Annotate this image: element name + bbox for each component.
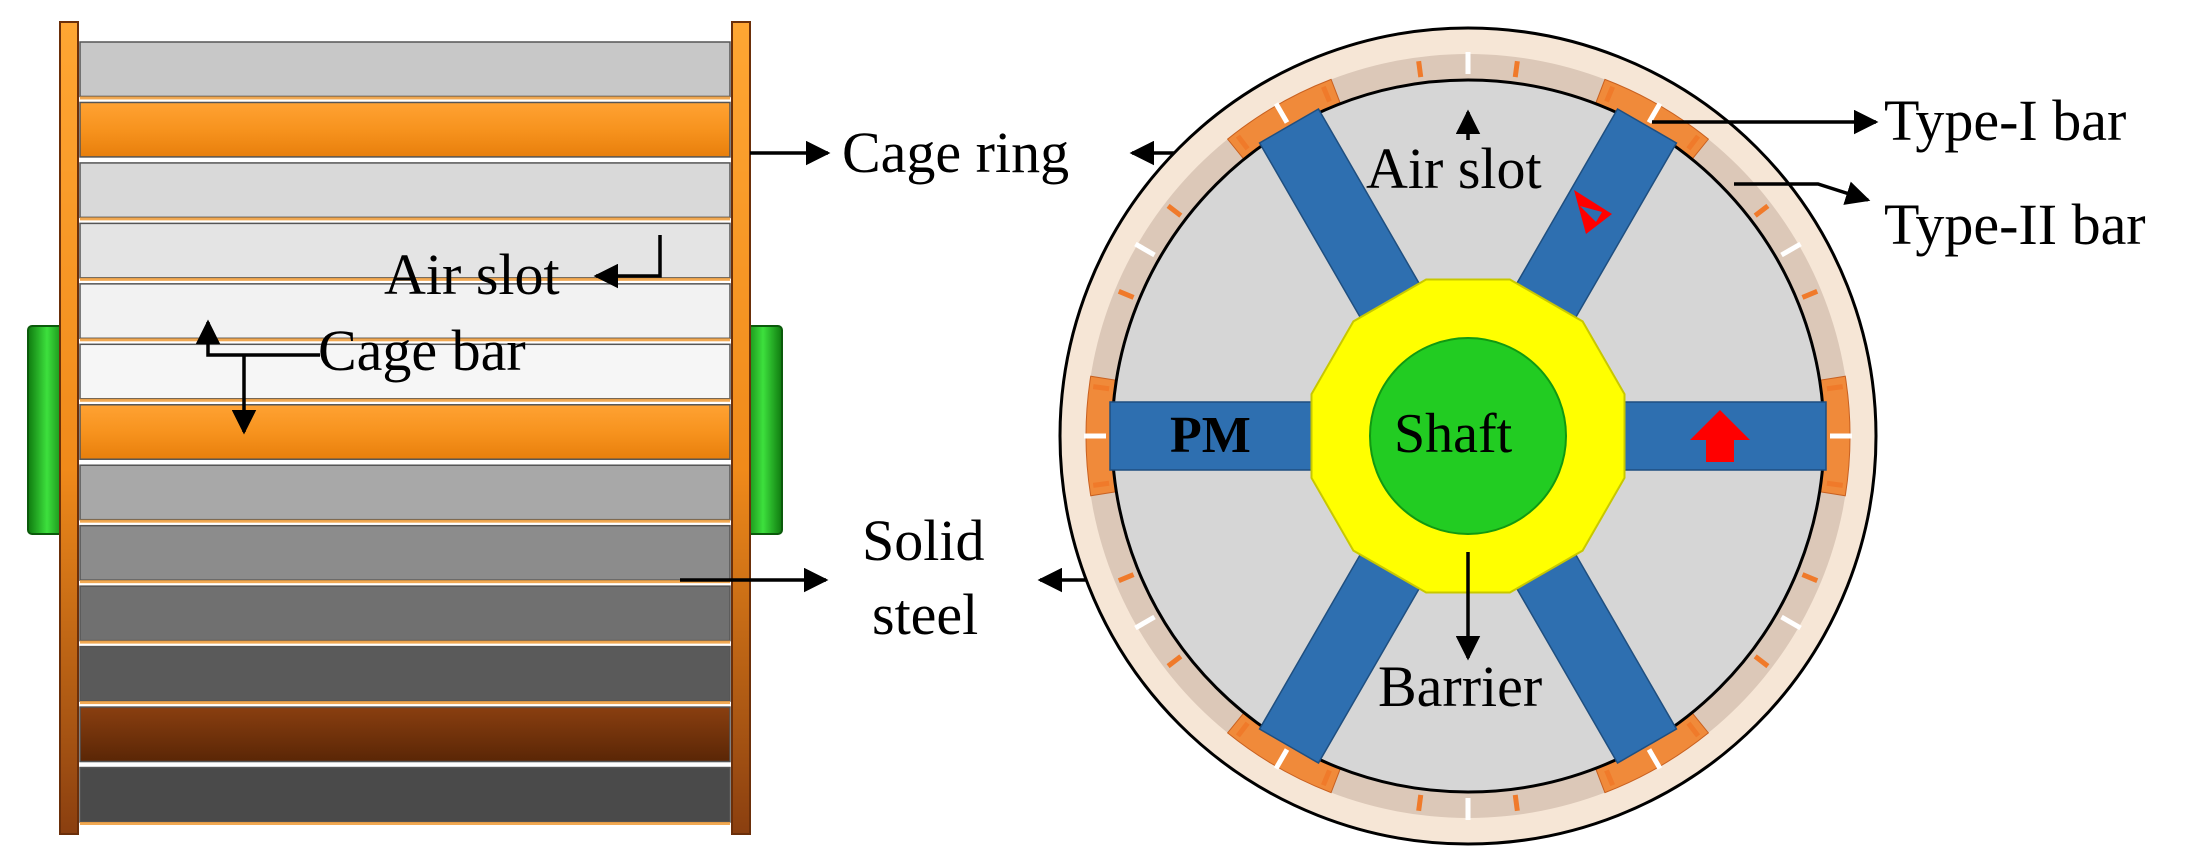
cage-bar (79, 101, 731, 158)
type1-bar-label: Type-I bar (1884, 88, 2126, 153)
cage-ring-label: Cage ring (842, 120, 1069, 185)
steel-bar (79, 645, 731, 702)
steel-bar (79, 766, 731, 823)
cage-bar (79, 404, 731, 460)
air-slot (1273, 748, 1290, 770)
steel-bar (79, 524, 731, 581)
cage-ring-left (59, 21, 79, 835)
air-slots (1084, 52, 1852, 820)
side-seam (80, 96, 730, 100)
type2-bar (1604, 769, 1615, 787)
side-annotations: Cage ring Air slot Cage bar Solid steel (195, 120, 1246, 647)
type2-bar (1826, 480, 1844, 488)
type2-bar (1235, 134, 1250, 151)
type2-bar (1753, 203, 1770, 218)
type2-bar (1416, 794, 1424, 812)
type2-bar (1092, 480, 1110, 488)
barrier-label: Barrier (1378, 654, 1542, 719)
air-slot (1780, 614, 1802, 631)
air-slot-label-cross: Air slot (1366, 136, 1542, 201)
type2-bar (1235, 721, 1250, 738)
rotor-cross-section (1058, 26, 1878, 846)
side-seam (80, 398, 730, 402)
type2-bar (1801, 572, 1819, 583)
type2-bar (1512, 60, 1520, 78)
side-seam (80, 580, 730, 584)
shaft-label: Shaft (1394, 403, 1513, 465)
type2-bar (1416, 60, 1424, 78)
side-bars (79, 41, 731, 825)
type2-bar (1092, 384, 1110, 392)
solid-steel-label-1: Solid (862, 508, 985, 573)
air-slot-label-side: Air slot (384, 242, 560, 307)
type2-bar (1321, 85, 1332, 103)
type2-bar-label: Type-II bar (1884, 192, 2146, 257)
type2-bar (1117, 572, 1135, 583)
side-seam (80, 701, 730, 705)
side-seam (80, 519, 730, 523)
side-seam (80, 277, 730, 281)
side-seam (80, 338, 730, 342)
permanent-magnets (1109, 107, 1827, 765)
steel-bar (79, 41, 731, 98)
steel-bar (79, 343, 731, 400)
type2-bar (1686, 134, 1701, 151)
cage-bar (79, 706, 731, 763)
air-slot (1134, 241, 1156, 258)
magnet-arrow-icon-right (1690, 410, 1750, 462)
shaft (1369, 337, 1567, 535)
solid-steel-label-2: steel (872, 582, 978, 647)
magnet-arrow-icon-upper (1574, 190, 1612, 234)
air-slot (1780, 241, 1802, 258)
cage-bar-arrow-up (195, 319, 320, 357)
type2-bar (1801, 289, 1819, 300)
side-seam (80, 217, 730, 221)
rotor-side-view (27, 21, 783, 835)
type2-bar (1826, 384, 1844, 392)
pm-label: PM (1170, 407, 1251, 464)
type2-bar (1117, 289, 1135, 300)
air-slot-arrow-side (593, 235, 662, 289)
type2-bar (1753, 654, 1770, 669)
type2-bar (1166, 203, 1183, 218)
steel-bar (79, 283, 731, 340)
cross-annotations: PM Shaft Air slot Barrier Type-I bar Typ… (1170, 88, 2146, 719)
air-slot (1646, 748, 1663, 770)
type2-bar-arrow (1734, 181, 1871, 205)
side-seam (80, 640, 730, 644)
cage-bar-label: Cage bar (318, 318, 526, 383)
type2-bar (1321, 769, 1332, 787)
type2-bars (1092, 60, 1844, 812)
air-slot (1134, 614, 1156, 631)
side-seam (80, 822, 730, 825)
type2-bar (1604, 85, 1615, 103)
steel-bar (79, 585, 731, 642)
cage-ring-right (731, 21, 751, 835)
steel-bar (79, 464, 731, 521)
type2-bar (1686, 721, 1701, 738)
air-slot (1646, 102, 1663, 124)
type2-bar (1512, 794, 1520, 812)
type2-bar (1166, 654, 1183, 669)
steel-bar (79, 162, 731, 219)
air-slot (1273, 102, 1290, 124)
